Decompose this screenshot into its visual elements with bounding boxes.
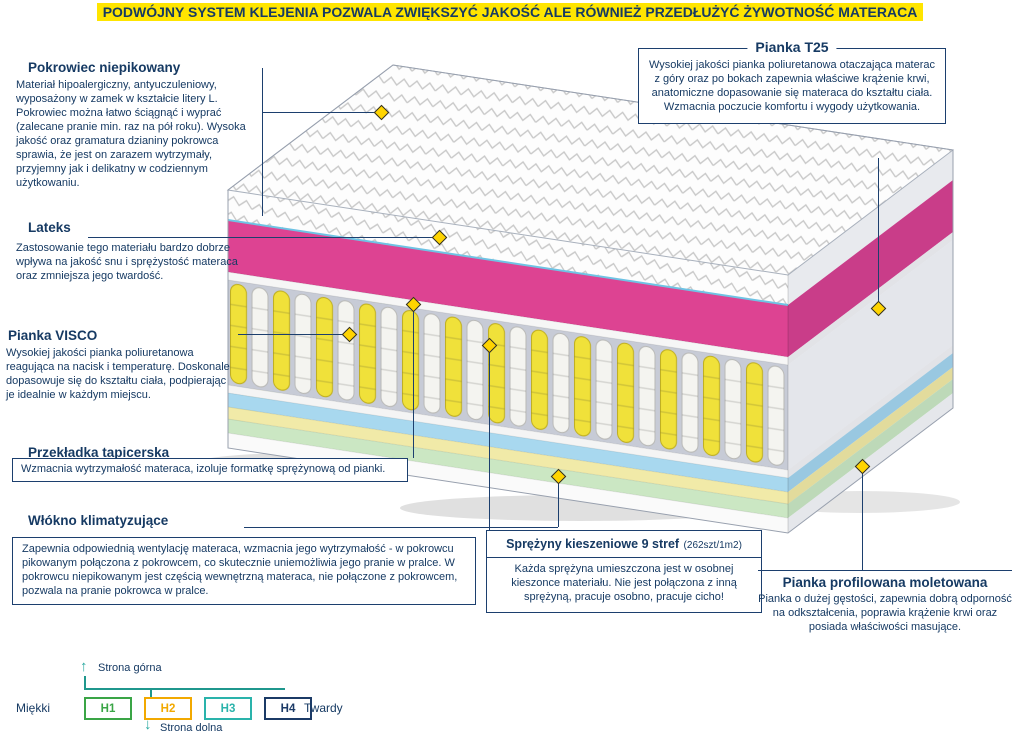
hard-label: Twardy bbox=[304, 701, 343, 715]
pokrowiec-title: Pokrowiec niepikowany bbox=[28, 60, 181, 75]
pianka-profilowana-block: Pianka profilowana moletowana Pianka o d… bbox=[758, 570, 1012, 635]
wlokno-connector-vline bbox=[558, 481, 559, 527]
hardness-level-h3: H3 bbox=[204, 697, 252, 720]
pocket-springs-layer bbox=[228, 280, 788, 471]
climate-fiber-layer bbox=[228, 419, 788, 519]
przekladka-connector-line bbox=[413, 309, 414, 458]
sprezyny-text: Każda sprężyna umieszczona jest w osobne… bbox=[511, 563, 737, 603]
pianka-profilowana-title: Pianka profilowana moletowana bbox=[782, 575, 988, 590]
bottom-side-arrow-icon: ↓ bbox=[144, 716, 152, 733]
foam-yellow-layer bbox=[228, 407, 788, 505]
przekladka-title: Przekładka tapicerska bbox=[28, 445, 170, 460]
pianka-visco-title: Pianka VISCO bbox=[8, 328, 98, 343]
hardness-level-h4: H4 bbox=[264, 697, 312, 720]
pianka-t25-block: Pianka T25 Wysokiej jakości pianka poliu… bbox=[638, 39, 946, 124]
lateks-title: Lateks bbox=[28, 220, 71, 235]
mattress-outline bbox=[227, 64, 954, 534]
bottom-side-label: Strona dolna bbox=[160, 722, 223, 734]
top-side-arrow-icon: ↑ bbox=[80, 658, 88, 675]
hardness-level-h2: H2 bbox=[144, 697, 192, 720]
top-side-label: Strona górna bbox=[98, 662, 162, 674]
mattress-illustration bbox=[190, 64, 960, 534]
wlokno-text: Zapewnia odpowiednią wentylację materaca… bbox=[22, 543, 458, 597]
top-banner: PODWÓJNY SYSTEM KLEJENIA POZWALA ZWIĘKSZ… bbox=[0, 3, 1020, 22]
sprezyny-count: (262szt/1m2) bbox=[683, 540, 742, 551]
profilowana-connector-line bbox=[862, 471, 863, 570]
mattress-right-face bbox=[788, 149, 953, 533]
scale-line bbox=[84, 688, 285, 690]
pokrowiec-text: Materiał hipoalergiczny, antyuczuleniowy… bbox=[16, 79, 246, 189]
sprezyny-title: Sprężyny kieszeniowe 9 stref bbox=[506, 537, 680, 551]
pianka-t25-title: Pianka T25 bbox=[747, 39, 837, 55]
wlokno-box: Zapewnia odpowiednią wentylację materaca… bbox=[12, 537, 476, 605]
lateks-text: Zastosowanie tego materiału bardzo dobrz… bbox=[16, 242, 238, 282]
pianka-profilowana-text: Pianka o dużej gęstości, zapewnia dobrą … bbox=[758, 593, 1012, 633]
cover-layer-front bbox=[228, 190, 788, 306]
sprezyny-block: Sprężyny kieszeniowe 9 stref (262szt/1m2… bbox=[486, 530, 762, 613]
pokrowiec-connector-hline bbox=[262, 112, 381, 113]
visco-connector-line bbox=[238, 334, 344, 335]
wlokno-title: Włókno klimatyzujące bbox=[28, 513, 169, 528]
t25-connector-line bbox=[878, 158, 879, 303]
insulator-pad-layer bbox=[228, 272, 788, 366]
lateks-connector-line bbox=[88, 237, 434, 238]
pokrowiec-connector-vline bbox=[262, 68, 263, 216]
hardness-levels: H1 H2 H3 H4 bbox=[84, 697, 312, 720]
sprezyny-title-row: Sprężyny kieszeniowe 9 stref (262szt/1m2… bbox=[487, 531, 761, 558]
pianka-visco-text: Wysokiej jakości pianka poliuretanowa re… bbox=[6, 347, 230, 401]
hardness-level-h1: H1 bbox=[84, 697, 132, 720]
soft-label: Miękki bbox=[16, 701, 51, 715]
wlokno-connector-hline bbox=[244, 527, 558, 528]
scale-up-stub-line bbox=[84, 676, 86, 688]
latex-pink-layer bbox=[228, 220, 788, 358]
pianka-t25-text: Wysokiej jakości pianka poliuretanowa ot… bbox=[648, 59, 936, 113]
top-banner-text: PODWÓJNY SYSTEM KLEJENIA POZWALA ZWIĘKSZ… bbox=[96, 3, 924, 21]
visco-blue-layer bbox=[228, 393, 788, 493]
przekladka-text: Wzmacnia wytrzymałość materaca, izoluje … bbox=[21, 463, 386, 475]
sprezyny-connector-line bbox=[489, 350, 490, 530]
przekladka-box: Wzmacnia wytrzymałość materaca, izoluje … bbox=[12, 458, 408, 482]
